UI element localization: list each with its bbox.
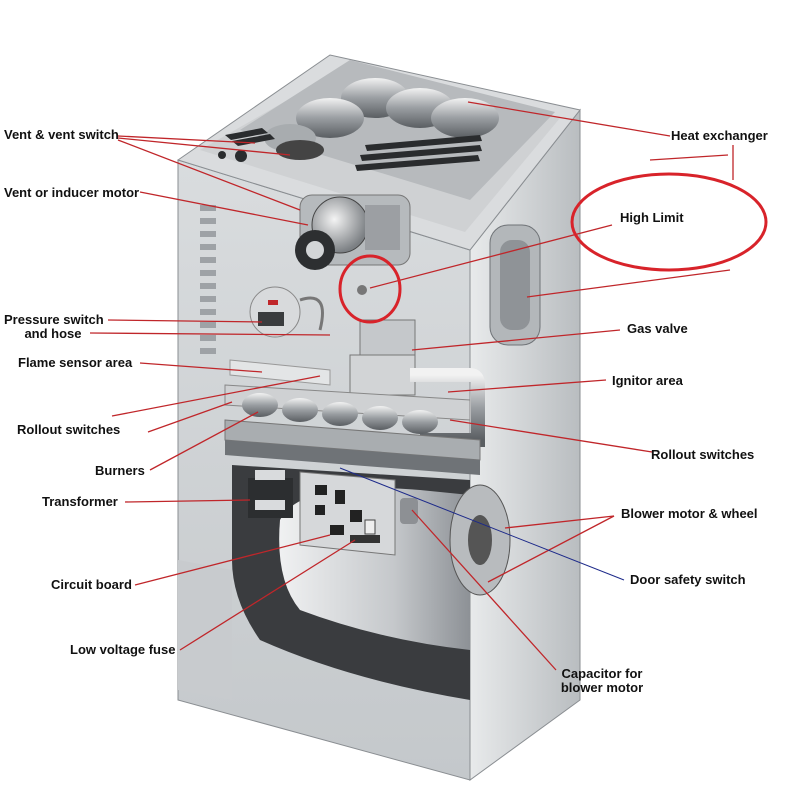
label-circuit-board: Circuit board: [51, 577, 132, 592]
inducer-motor: [295, 194, 411, 270]
label-capacitor-line1: Capacitor for: [561, 666, 643, 681]
high-limit-highlight-circle: [570, 172, 768, 272]
leader-lines: [89, 101, 734, 671]
label-door-safety-switch: Door safety switch: [630, 572, 746, 587]
high-limit-switch: [357, 285, 367, 295]
transformer: [248, 470, 293, 518]
pressure-switch: [249, 286, 324, 338]
label-high-limit: High Limit: [620, 210, 684, 225]
label-low-voltage-fuse: Low voltage fuse: [70, 642, 176, 657]
cabinet-lower-front: [178, 560, 232, 700]
label-rollout-switches-left: Rollout switches: [17, 422, 121, 437]
heat-exchanger-tubes: [240, 60, 555, 200]
label-transformer: Transformer: [42, 494, 118, 509]
label-capacitor-line2: blower motor: [560, 680, 644, 695]
label-pressure-switch-line1: Pressure switch: [4, 312, 104, 327]
label-pressure-switch-line2: and hose: [24, 326, 82, 341]
label-heat-exchanger: Heat exchanger: [671, 128, 768, 143]
door-safety-leader: [339, 467, 625, 581]
side-heat-exchanger: [489, 224, 541, 346]
label-gas-valve: Gas valve: [627, 321, 688, 336]
label-capacitor: Capacitor for blower motor: [557, 667, 647, 695]
side-louvers: [200, 205, 216, 354]
label-blower-motor: Blower motor & wheel: [621, 506, 758, 521]
label-pressure-switch: Pressure switch and hose: [4, 312, 104, 341]
label-inducer-motor: Vent or inducer motor: [4, 185, 140, 200]
circuit-board: [299, 471, 396, 556]
label-ignitor-area: Ignitor area: [612, 373, 683, 388]
label-rollout-switches-right: Rollout switches: [651, 447, 755, 462]
label-flame-sensor: Flame sensor area: [18, 355, 133, 370]
top-vent-grilles: [218, 128, 482, 171]
burner-area: [224, 359, 481, 475]
label-vent-switch: Vent & vent switch: [4, 127, 119, 142]
high-limit-component-circle: [338, 254, 402, 324]
label-burners: Burners: [95, 463, 145, 478]
gas-valve: [349, 319, 485, 447]
